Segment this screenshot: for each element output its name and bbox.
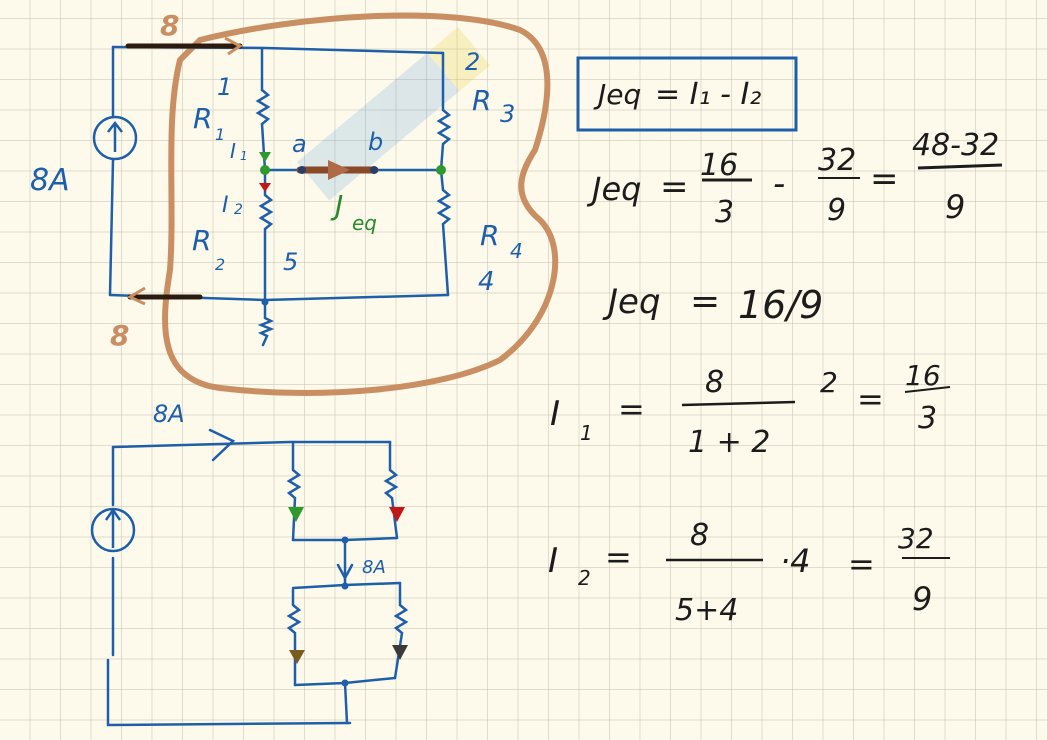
i1-arrow-icon <box>259 152 271 162</box>
bottom-source-arrow-up-icon <box>104 507 122 548</box>
r3-sub: 3 <box>500 100 515 128</box>
minus-sign: - <box>773 164 785 204</box>
i2-arrow-icon <box>259 183 271 192</box>
boxed-jeq-rhs: = I₁ - I₂ <box>655 77 761 112</box>
r4-sub: 4 <box>510 239 523 263</box>
top-current-label: 8 <box>160 9 179 42</box>
node-b-label: b <box>368 128 383 156</box>
term1-denominator: 3 <box>715 195 734 230</box>
source-label: 8A <box>30 163 70 198</box>
i2-result-denominator: 9 <box>912 580 932 618</box>
bottom-current-label: 8 <box>110 319 129 352</box>
i1-numerator: 8 <box>705 365 724 400</box>
i2-sub: 2 <box>578 566 591 590</box>
gray-branch-arrow-icon <box>392 645 408 660</box>
r4-label: R <box>480 219 499 252</box>
r2-value: 5 <box>283 248 298 276</box>
source-arrow-up-icon <box>107 120 123 152</box>
r1-sub: 1 <box>215 125 225 144</box>
equals-sign: = <box>605 538 632 576</box>
equals-sign: = <box>870 159 899 199</box>
i2-denominator: 5+4 <box>675 593 738 628</box>
node-b-dot <box>436 165 446 175</box>
i2-multiplier: ·4 <box>780 542 811 580</box>
i1-lhs: I <box>550 394 560 434</box>
node-a-label: a <box>292 130 307 158</box>
equals-sign: = <box>618 390 645 428</box>
jeq-result-lhs: Jeq <box>602 282 661 322</box>
jeq-result-value: 16/9 <box>738 283 823 327</box>
result-numerator: 48-32 <box>912 128 999 163</box>
r2-label: R <box>192 224 211 257</box>
bottom-source-current-label: 8A <box>153 400 185 428</box>
i1-denominator: 1 + 2 <box>688 425 770 460</box>
equals-sign: = <box>848 545 875 583</box>
term1-numerator: 16 <box>700 148 738 183</box>
i2-result-numerator: 32 <box>898 522 934 555</box>
r3-value: 2 <box>465 48 480 76</box>
i1-label: I <box>230 139 236 163</box>
watermark-logo <box>297 27 491 201</box>
brown-branch-arrow-icon <box>289 650 305 664</box>
i1-sub: 1 <box>580 421 593 445</box>
i1-result-denominator: 3 <box>918 401 937 436</box>
red-branch-arrow-icon <box>389 507 405 522</box>
i1-sub: 1 <box>240 149 248 163</box>
jeq-sub: eq <box>352 211 377 235</box>
i2-label: I <box>222 193 229 218</box>
i2-lhs: I <box>548 541 558 581</box>
term2-denominator: 9 <box>827 193 846 228</box>
i2-numerator: 8 <box>690 518 709 553</box>
i1-result-numerator: 16 <box>905 359 941 392</box>
boxed-equation-frame <box>576 56 798 132</box>
result-denominator: 9 <box>945 188 965 226</box>
jeq-result-eq: = <box>690 281 720 322</box>
r1-value: 1 <box>217 73 232 101</box>
thevenin-boundary-loop <box>162 12 559 396</box>
green-branch-arrow-icon <box>288 507 304 522</box>
r2-sub: 2 <box>215 255 225 274</box>
i1-multiplier: 2 <box>820 366 838 399</box>
equals-sign: = <box>857 380 884 418</box>
r3-label: R <box>472 84 491 117</box>
r4-value: 4 <box>478 267 495 297</box>
term2-numerator: 32 <box>818 143 856 178</box>
node-a-dot <box>260 165 270 175</box>
r1-label: R <box>193 102 212 135</box>
i2-sub: 2 <box>234 202 243 218</box>
current-source-icon <box>92 115 138 161</box>
jeq-expand-lhs: Jeq <box>586 170 641 208</box>
boxed-jeq-lhs: Jeq <box>593 78 641 111</box>
middle-current-label: 8A <box>362 557 386 578</box>
equals-sign: = <box>660 167 689 207</box>
bottom-circuit <box>106 428 409 727</box>
